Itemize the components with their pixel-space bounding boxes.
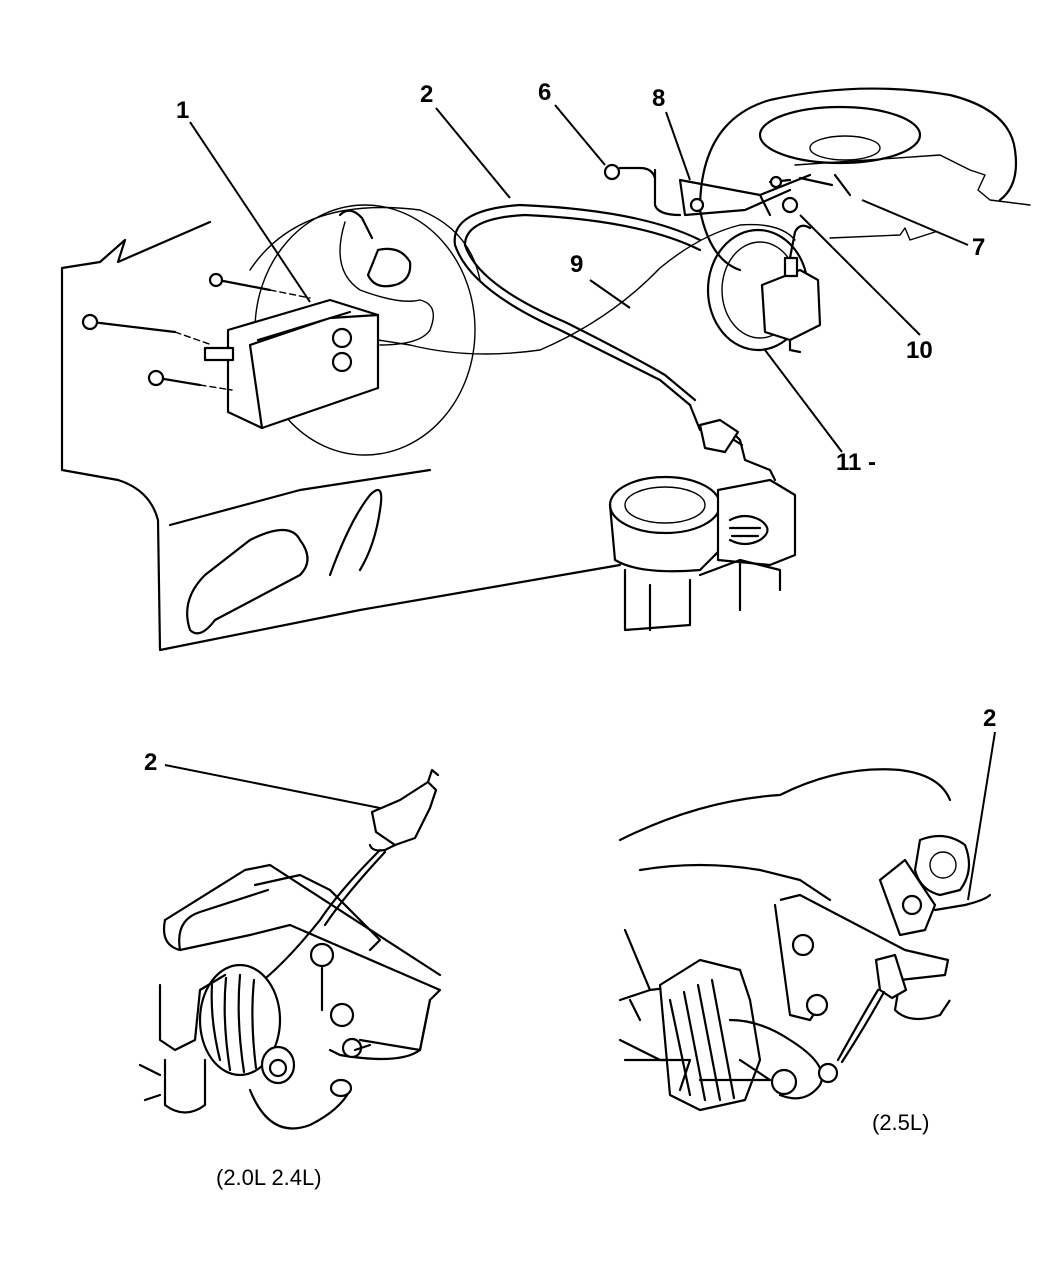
vacuum-servo: [706, 224, 822, 354]
callout-7: 7: [972, 234, 985, 261]
callout-9: 9: [570, 251, 583, 278]
throttle-spring-left: [198, 963, 296, 1085]
engine-block-right: [618, 768, 952, 1062]
air-cleaner-break: [794, 154, 1031, 241]
callout-1: 1: [176, 97, 189, 124]
main-assembly-view: [60, 87, 1031, 652]
cable-lead-right: [933, 893, 992, 912]
callout-8: 8: [652, 85, 665, 112]
air-cleaner-housing: [698, 87, 1018, 272]
callout-6: 6: [538, 79, 551, 106]
nut-10: [781, 196, 799, 214]
air-cleaner-lid: [758, 105, 922, 165]
throttle-linkage-left: [253, 873, 382, 952]
throttle-body: [608, 475, 797, 632]
cable-connector-right: [874, 953, 908, 1000]
cable-core-right: [836, 988, 886, 1064]
speed-control-cable: [453, 203, 702, 407]
firewall-panel: [60, 220, 622, 652]
bolt-7: [768, 173, 852, 197]
callout-2-top: 2: [420, 81, 433, 108]
vacuum-hose: [339, 221, 434, 346]
panel-hook: [328, 488, 383, 577]
servo-harness: [377, 223, 796, 355]
throttle-spring-right: [658, 958, 839, 1112]
mounting-screws: [81, 272, 311, 391]
bracket-stud: [653, 168, 682, 217]
detail-view-2-5l: [618, 768, 992, 1112]
caption-right-engine: (2.5L): [872, 1110, 929, 1135]
throttle-cable-bracket-right: [779, 893, 951, 1021]
cable-connector-left: [370, 780, 438, 847]
main-callouts: 1 2 6 8 9 7 10 11 -: [176, 79, 985, 476]
nut-6: [603, 163, 621, 181]
cable-core-left: [248, 848, 387, 992]
caption-left-engine: (2.0L 2.4L): [216, 1165, 322, 1190]
booster-curve: [249, 206, 481, 281]
throttle-body-left: [138, 973, 352, 1130]
servo-module: [203, 298, 380, 430]
vacuum-fitting: [338, 209, 412, 288]
panel-cutout: [186, 528, 309, 635]
callout-10: 10: [906, 337, 933, 364]
callout-11: 11 -: [836, 449, 876, 476]
callout-2-left: 2: [144, 749, 157, 776]
callout-2-right: 2: [983, 705, 996, 732]
detail-view-2-0l-2-4l: [138, 768, 442, 1130]
mounting-bracket: [678, 173, 812, 217]
